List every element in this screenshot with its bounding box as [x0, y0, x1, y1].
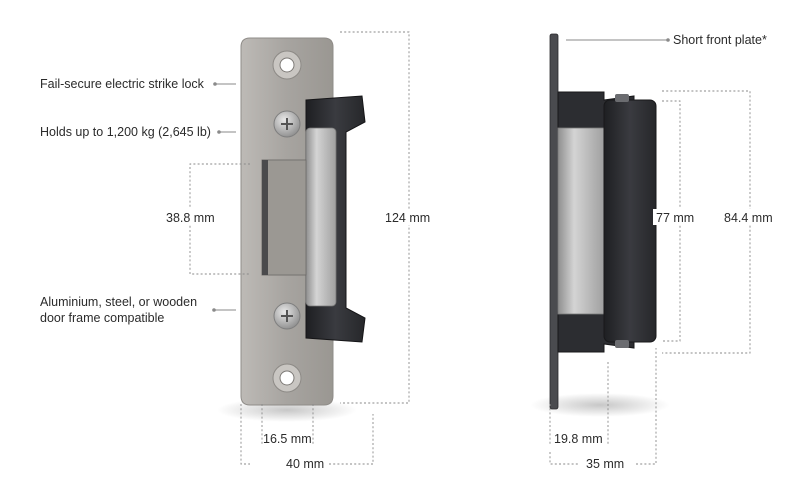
- phillips-screw-icon: [273, 302, 301, 330]
- dim-plate-depth: 19.8 mm: [554, 432, 603, 446]
- callout-fail-secure: Fail-secure electric strike lock: [40, 77, 205, 91]
- front-faceplate: [240, 37, 334, 406]
- callout-frame-line2: door frame compatible: [40, 311, 164, 325]
- dim-bg-total-height: [721, 209, 781, 225]
- dim-total-body-height: 84.4 mm: [724, 211, 773, 225]
- side-solenoid-body: [603, 99, 657, 343]
- front-opening-shadow: [262, 160, 268, 275]
- phillips-screw-icon: [273, 110, 301, 138]
- dim-plate-height: 124 mm: [385, 211, 430, 225]
- screw-hole-icon: [272, 50, 302, 80]
- callout-short-plate: Short front plate*: [673, 33, 767, 47]
- callout-labels: Fail-secure electric strike lock Holds u…: [40, 33, 767, 325]
- dim-bg-body-height: [653, 209, 703, 225]
- side-pin-top: [615, 94, 629, 102]
- dim-plate-width: 40 mm: [286, 457, 324, 471]
- dimension-labels: 38.8 mm 124 mm 16.5 mm 40 mm 77 mm 84.4 …: [163, 209, 781, 471]
- dim-body-width: 16.5 mm: [263, 432, 312, 446]
- screw-hole-icon: [272, 363, 302, 393]
- dim-total-depth: 35 mm: [586, 457, 624, 471]
- dim-keeper-opening: 38.8 mm: [166, 211, 215, 225]
- side-shadow: [530, 393, 670, 417]
- front-keeper-silver: [305, 127, 337, 307]
- side-front-plate: [549, 33, 559, 410]
- callout-frame-line1: Aluminium, steel, or wooden: [40, 295, 197, 309]
- side-pin-bottom: [615, 340, 629, 348]
- callout-leaders: [212, 38, 670, 312]
- side-keeper-silver: [557, 127, 605, 315]
- front-view: [217, 37, 366, 422]
- dim-bg-plate-height: [383, 209, 439, 225]
- callout-holds: Holds up to 1,200 kg (2,645 lb): [40, 125, 211, 139]
- side-view: [530, 33, 670, 417]
- dim-bg-opening: [163, 209, 223, 225]
- front-opening: [261, 159, 307, 276]
- dim-body-height: 77 mm: [656, 211, 694, 225]
